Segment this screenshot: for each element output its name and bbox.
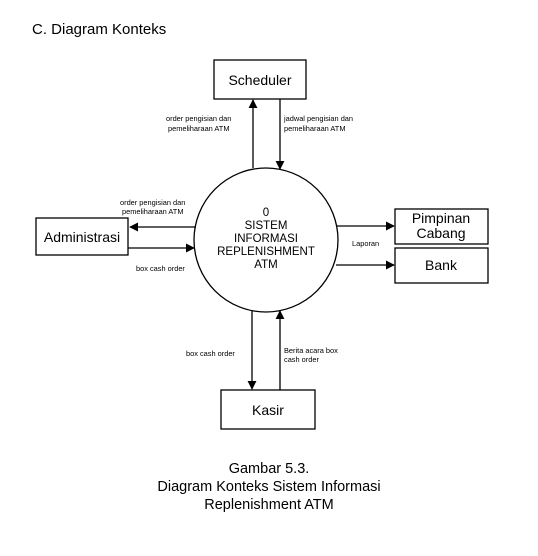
process-number: 0	[263, 207, 269, 219]
caption-figure-number: Gambar 5.3.	[228, 461, 310, 477]
process-label-line4: ATM	[254, 259, 277, 271]
entity-pimpinan-cabang: Pimpinan Cabang	[394, 208, 489, 245]
entity-scheduler-label: Scheduler	[228, 72, 291, 88]
entity-bank-label: Bank	[425, 257, 458, 273]
flow-label-laporan: Laporan	[352, 239, 379, 248]
entity-administrasi: Administrasi	[35, 217, 129, 256]
flow-label-admin-out-line2: pemeliharaan ATM	[122, 207, 183, 216]
flow-label-scheduler-out-line2: pemeliharaan ATM	[168, 124, 229, 133]
process-circle: 0 SISTEM INFORMASI REPLENISHMENT ATM	[193, 167, 339, 313]
caption-title-line1: Diagram Konteks Sistem Informasi	[157, 479, 381, 495]
flow-label-admin-in: box cash order	[136, 264, 185, 273]
entity-kasir: Kasir	[220, 389, 316, 430]
entity-scheduler: Scheduler	[213, 59, 307, 100]
entity-pimpinan-label-line2: Cabang	[416, 225, 465, 241]
flow-label-scheduler-out-line1: order pengisian dan	[166, 114, 231, 123]
process-label-line1: SISTEM	[245, 220, 288, 232]
entity-kasir-label: Kasir	[252, 402, 284, 418]
entity-administrasi-label: Administrasi	[44, 229, 120, 245]
flow-label-kasir-up-line1: Berita acara box	[284, 346, 338, 355]
flow-label-scheduler-in-line2: pemeliharaan ATM	[284, 124, 345, 133]
caption-title-line2: Replenishment ATM	[204, 497, 334, 513]
flow-label-kasir-down: box cash order	[186, 349, 235, 358]
entity-pimpinan-label-line1: Pimpinan	[412, 210, 470, 226]
entity-bank: Bank	[394, 247, 489, 284]
section-heading: C. Diagram Konteks	[32, 21, 167, 38]
flow-label-kasir-up-line2: cash order	[284, 355, 319, 364]
flow-label-scheduler-in-line1: jadwal pengisian dan	[283, 114, 353, 123]
process-label-line2: INFORMASI	[234, 233, 298, 245]
flow-label-admin-out-line1: order pengisian dan	[120, 198, 185, 207]
figure-caption: Gambar 5.3. Diagram Konteks Sistem Infor…	[0, 460, 538, 514]
process-label-line3: REPLENISHMENT	[217, 246, 315, 258]
